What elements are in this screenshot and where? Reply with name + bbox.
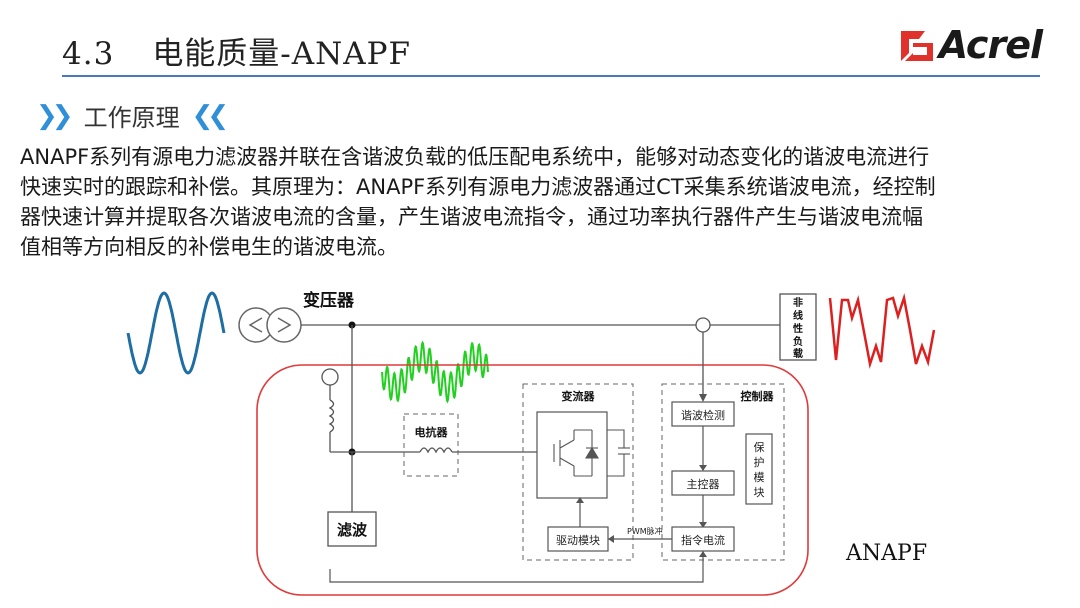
controller-box [661,383,785,561]
paragraph-line: 值相等方向相反的补偿电生的谐波电流。 [20,235,398,259]
transformer-icon [238,307,302,343]
harmonic-wave [381,340,489,404]
igbt-icon [553,429,599,477]
paragraph-line: 快速实时的跟踪和补偿。其原理为：ANAPF系列有源电力滤波器通过CT采集系统谐波… [20,175,936,199]
reactor-box [403,413,459,477]
svg-text:载: 载 [793,347,803,360]
harmonic-detect-box [671,401,735,427]
description-paragraph: ANAPF系列有源电力滤波器并联在含谐波负载的低压配电系统中，能够对动态变化的谐… [20,142,1065,262]
dc-capacitor-icon [607,429,630,477]
svg-text:非: 非 [793,296,803,309]
reactor-label: 电抗器 [415,425,449,439]
arrow-up-icon [576,497,584,503]
svg-text:性: 性 [792,322,803,335]
arrow-up-icon [699,551,707,557]
command-current-label: 指令电流 [681,533,725,547]
nonlinear-load-box [779,293,817,361]
command-current-box [671,526,735,552]
section-number: 4.3 [62,36,115,72]
svg-text:模: 模 [754,471,765,484]
load-ct-sensor-icon [695,317,711,333]
paragraph-line: ANAPF系列有源电力滤波器并联在含谐波负载的低压配电系统中，能够对动态变化的谐… [20,145,930,169]
svg-text:负: 负 [793,335,803,348]
inductor-icon [328,399,335,433]
controller-label: 控制器 [741,389,775,403]
section-heading-text: 工作原理 [83,104,180,132]
chevron-left-icon: ❮❮ [191,100,229,131]
svg-text:线: 线 [793,309,803,322]
header-divider [62,75,1040,77]
arrow-down-icon [699,394,707,402]
converter-label: 变流器 [562,389,596,403]
protect-module-label: 保 护 模 块 [754,440,765,499]
filter-label: 滤波 [337,521,368,539]
protect-module-box [745,433,773,505]
arrow-down-icon [699,465,707,471]
svg-text:护: 护 [754,455,765,469]
anapf-boundary [256,364,809,596]
nonlinear-load-label: 非 线 性 负 载 [792,296,803,360]
apf-ct-sensor-icon [321,368,339,386]
arrow-down-icon [699,522,707,528]
harmonic-detect-label: 谐波检测 [681,408,725,422]
pwm-label: PWM脉冲 [627,526,663,536]
converter-box [522,383,634,561]
section-heading: ❯❯ 工作原理 ❮❮ [36,98,229,133]
distorted-wave [828,293,936,369]
title-text: 电能质量-ANAPF [152,36,412,72]
drive-module-box [547,526,609,552]
feedback-line [329,551,704,583]
main-controller-label: 主控器 [687,477,720,491]
paragraph-line: 器快速计算并提取各次谐波电流的含量，产生谐波电流指令，通过功率执行器件产生与谐波… [20,205,923,229]
svg-text:保: 保 [754,440,765,454]
chevron-right-icon: ❯❯ [36,100,73,131]
acrel-logo: Acrel [899,23,1043,67]
transformer-label: 变压器 [303,290,355,311]
arrow-left-icon [608,535,614,543]
svg-text:块: 块 [754,486,765,499]
drive-module-label: 驱动模块 [556,534,600,547]
sine-wave [126,291,226,375]
filter-box [327,511,377,547]
acrel-logo-mark-icon [900,31,933,61]
page-title: 4.3 电能质量-ANAPF [62,28,411,73]
logo-wordmark: Acrel [938,23,1043,67]
anapf-label: ANAPF [845,541,927,566]
reactor-coil-icon [419,447,453,454]
